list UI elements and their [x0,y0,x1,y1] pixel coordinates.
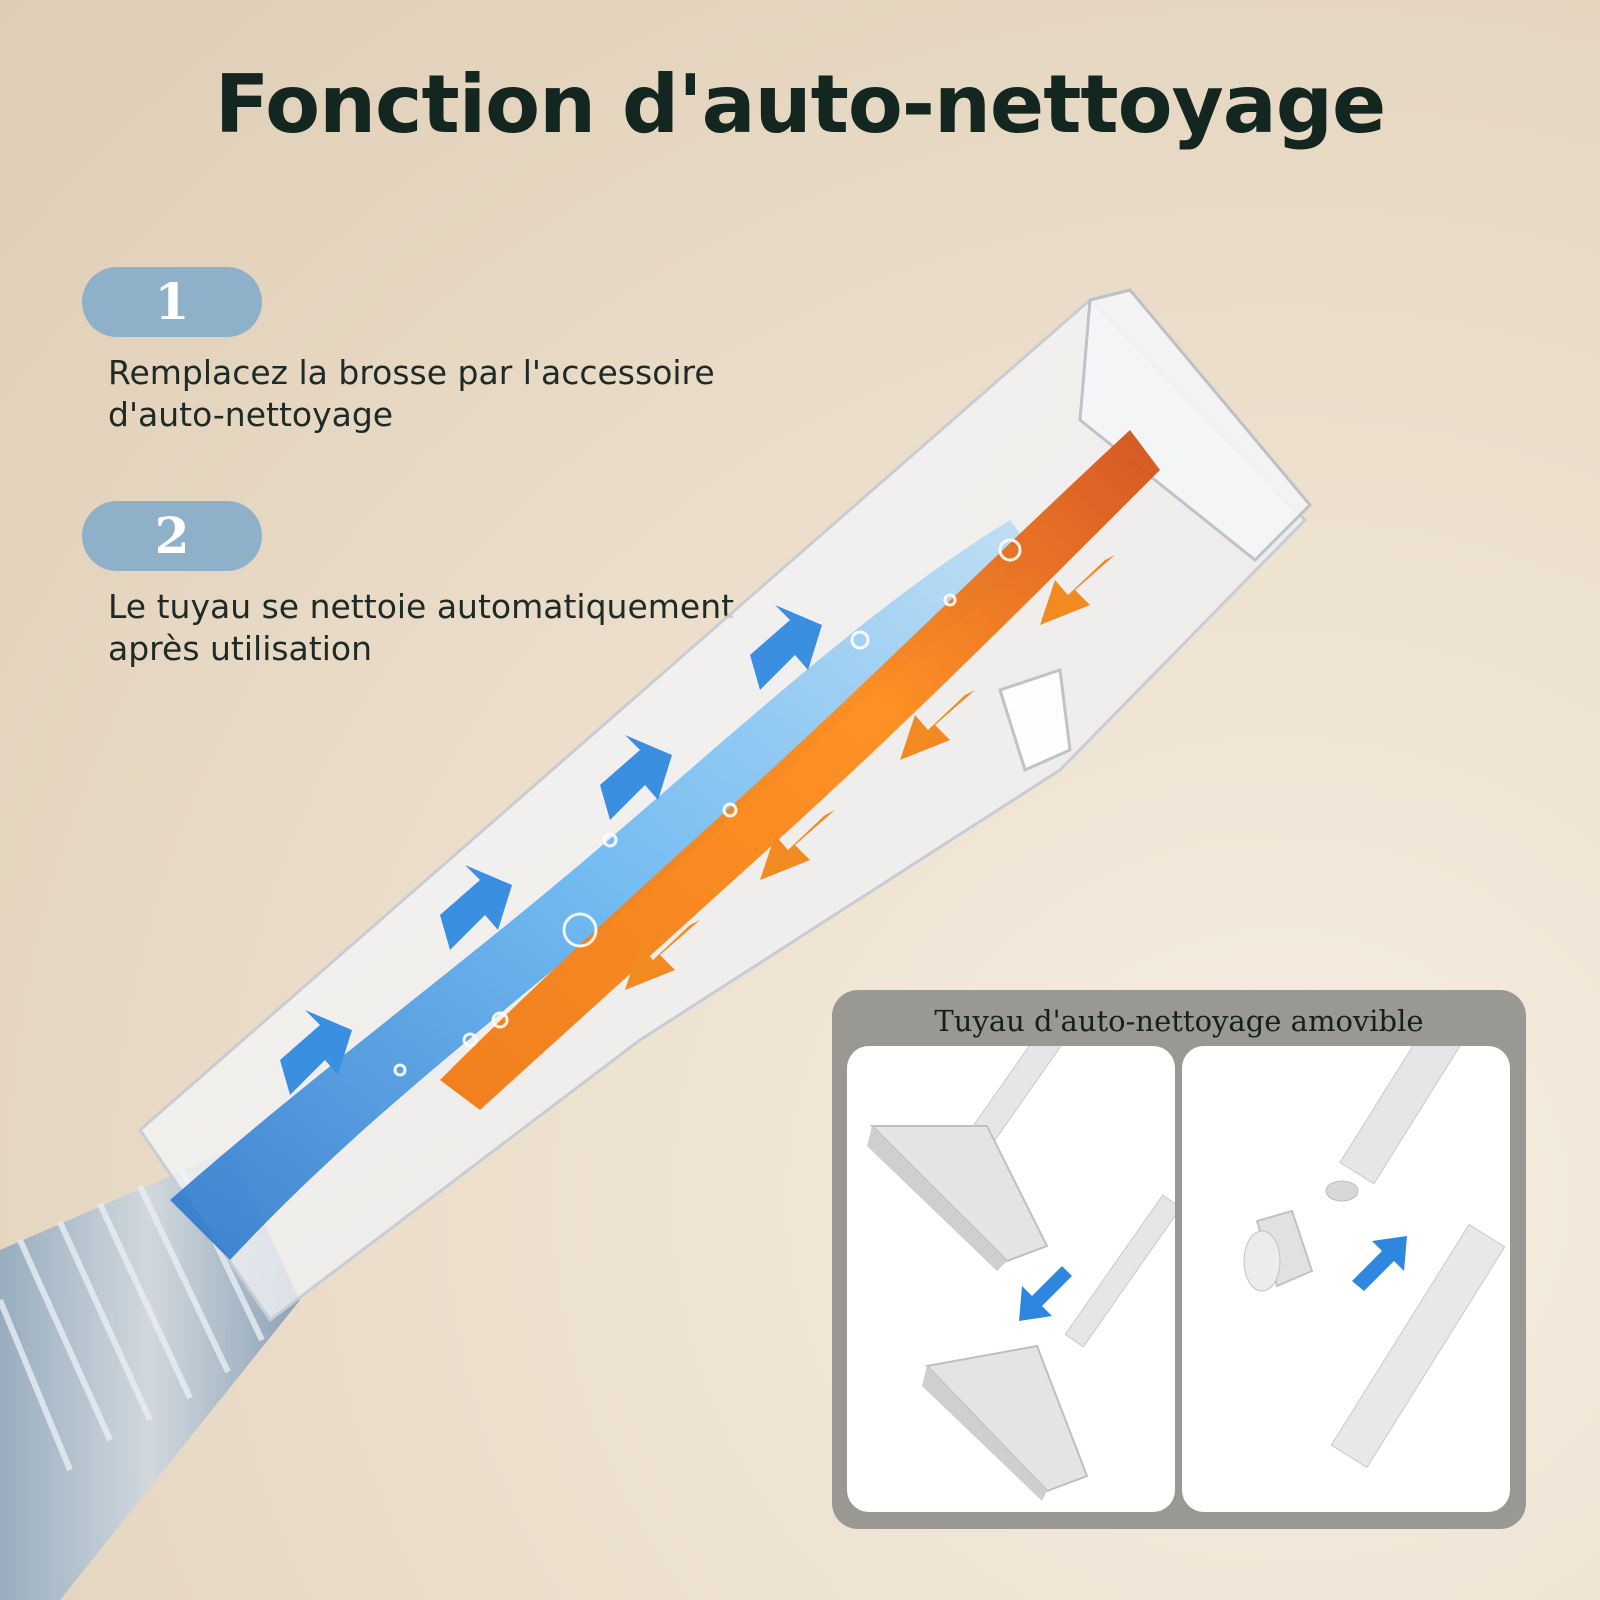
step-1-badge: 1 [82,267,262,337]
nozzle-head [1078,288,1313,563]
cleaner-attach-illustration [1243,1046,1506,1469]
arrow-up-right-icon [1352,1236,1407,1291]
step-1-text: Remplacez la brosse par l'accessoire d'a… [108,353,715,434]
ribbed-hose [0,1150,300,1600]
orange-hot-stream [440,430,1160,1110]
arrow-down-left-icon [1019,1266,1072,1321]
blue-water-stream [170,520,1040,1260]
step-2-text: Le tuyau se nettoie automatiquement aprè… [108,587,735,668]
removable-hose-panel: Tuyau d'auto-nettoyage amovible [832,990,1526,1529]
step-2-badge: 2 [82,501,262,571]
panel-title: Tuyau d'auto-nettoyage amovible [934,1004,1424,1038]
page-title: Fonction d'auto-nettoyage [214,58,1387,151]
detach-brush-card [847,1046,1175,1512]
bubbles [393,538,1022,1077]
arrow-up-right-icon [280,605,822,1095]
attach-cleaner-card [1182,1046,1510,1512]
brush-detach-illustration [867,1046,1175,1501]
arrow-down-left-icon [625,555,1115,990]
